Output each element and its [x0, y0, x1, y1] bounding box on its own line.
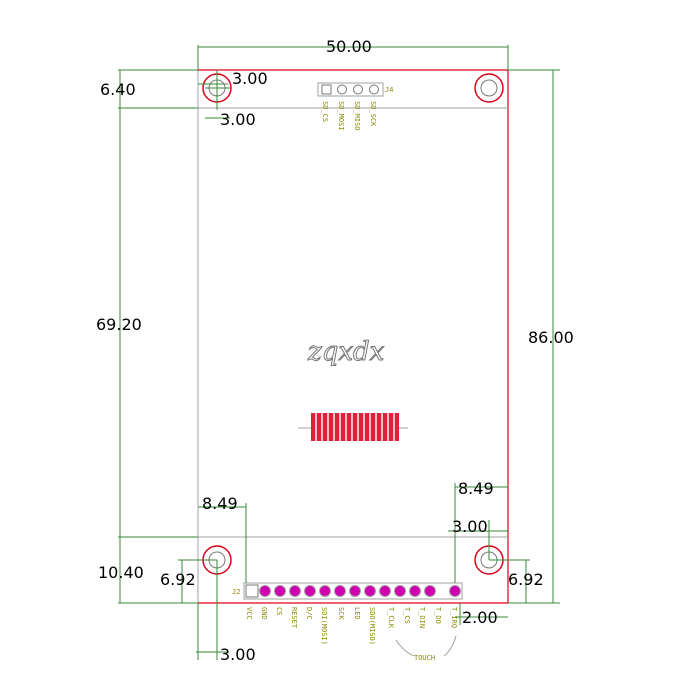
dim-height-main: 69.20 — [96, 107, 198, 538]
dim-hole-tl-x: 3.00 — [198, 69, 268, 110]
dim-br-offset-label: 8.49 — [458, 479, 494, 498]
dim-br-offset: 8.49 — [454, 479, 508, 583]
watermark: zqxdx — [307, 337, 385, 367]
j2-pin-label: SDI(MOSI) — [320, 607, 328, 645]
j2-pin-label: CS — [275, 607, 283, 615]
mounting-hole-top-right — [474, 73, 504, 103]
j2-pin-label: T_CLK — [387, 607, 395, 629]
j4-pin-label: SD_MOSI — [337, 101, 345, 131]
dim-top-margin: 6.40 — [100, 69, 198, 108]
j2-pin-label: SDO(MISO) — [368, 607, 376, 645]
dim-bottom-margin: 10.40 — [98, 537, 198, 604]
dim-bl-offset-label: 8.49 — [202, 494, 238, 513]
dim-hole-tl-y-label: 3.00 — [220, 110, 256, 129]
j4-label: J4 — [385, 86, 393, 94]
touch-label: TOUCH — [414, 654, 435, 662]
dim-bl-offset: 8.49 — [198, 494, 247, 583]
dim-hole-tl-x-label: 3.00 — [232, 69, 268, 88]
dim-hole-br-y-label: 6.92 — [508, 570, 544, 589]
dim-hole-br-y: 6.92 — [489, 559, 544, 603]
dim-height-total: 86.00 — [508, 69, 574, 604]
j2-pin-label: D/C — [305, 607, 313, 620]
j4-pin-labels: SD_CS SD_MOSI SD_MISO SD_SCK — [321, 101, 377, 131]
dim-br-hole-x: 3.00 — [448, 517, 508, 560]
dim-hole-bl-y: 6.92 — [160, 559, 217, 603]
dim-width-top: 50.00 — [197, 37, 509, 70]
j2-pin-label: T_CS — [403, 607, 411, 624]
dim-bottom-margin-label: 10.40 — [98, 563, 144, 582]
j2-pin-label: VCC — [245, 607, 253, 620]
j2-pin-label: T_DO — [434, 607, 442, 624]
j2-pin-label: LED — [353, 607, 361, 620]
dim-height-total-label: 86.00 — [528, 328, 574, 347]
dim-br-hole-x-label: 3.00 — [452, 517, 488, 536]
dim-hole-bl-x-label: 3.00 — [220, 645, 256, 664]
dim-width-top-label: 50.00 — [326, 37, 372, 56]
j2-label: J2 — [232, 588, 240, 596]
dim-br-edge-label: 2.00 — [462, 608, 498, 627]
fpc-connector — [298, 413, 408, 441]
connector-j2: J2 — [232, 582, 463, 600]
connector-j4: J4 — [317, 82, 393, 97]
j2-pin-label: GND — [260, 607, 268, 620]
j2-pin-labels: VCC GND CS RESET D/C SDI(MOSI) SCK LED S… — [245, 607, 458, 645]
j4-pin-label: SD_MISO — [353, 101, 361, 131]
j2-pin-label: RESET — [290, 607, 298, 629]
j4-pin-label: SD_CS — [321, 101, 329, 122]
j4-pin-label: SD_SCK — [369, 101, 377, 127]
touch-bracket — [395, 635, 457, 657]
dim-height-main-label: 69.20 — [96, 315, 142, 334]
j2-pin-label: T_IRQ — [450, 607, 458, 628]
dim-top-margin-label: 6.40 — [100, 80, 136, 99]
dim-hole-tl-y: 3.00 — [205, 87, 256, 129]
dim-br-edge: 2.00 — [455, 603, 508, 627]
j2-pin-label: T_DIN — [418, 607, 426, 628]
dim-hole-bl-x: 3.00 — [196, 560, 256, 664]
dim-hole-bl-y-label: 6.92 — [160, 570, 196, 589]
j2-pin-label: SCK — [337, 607, 345, 620]
